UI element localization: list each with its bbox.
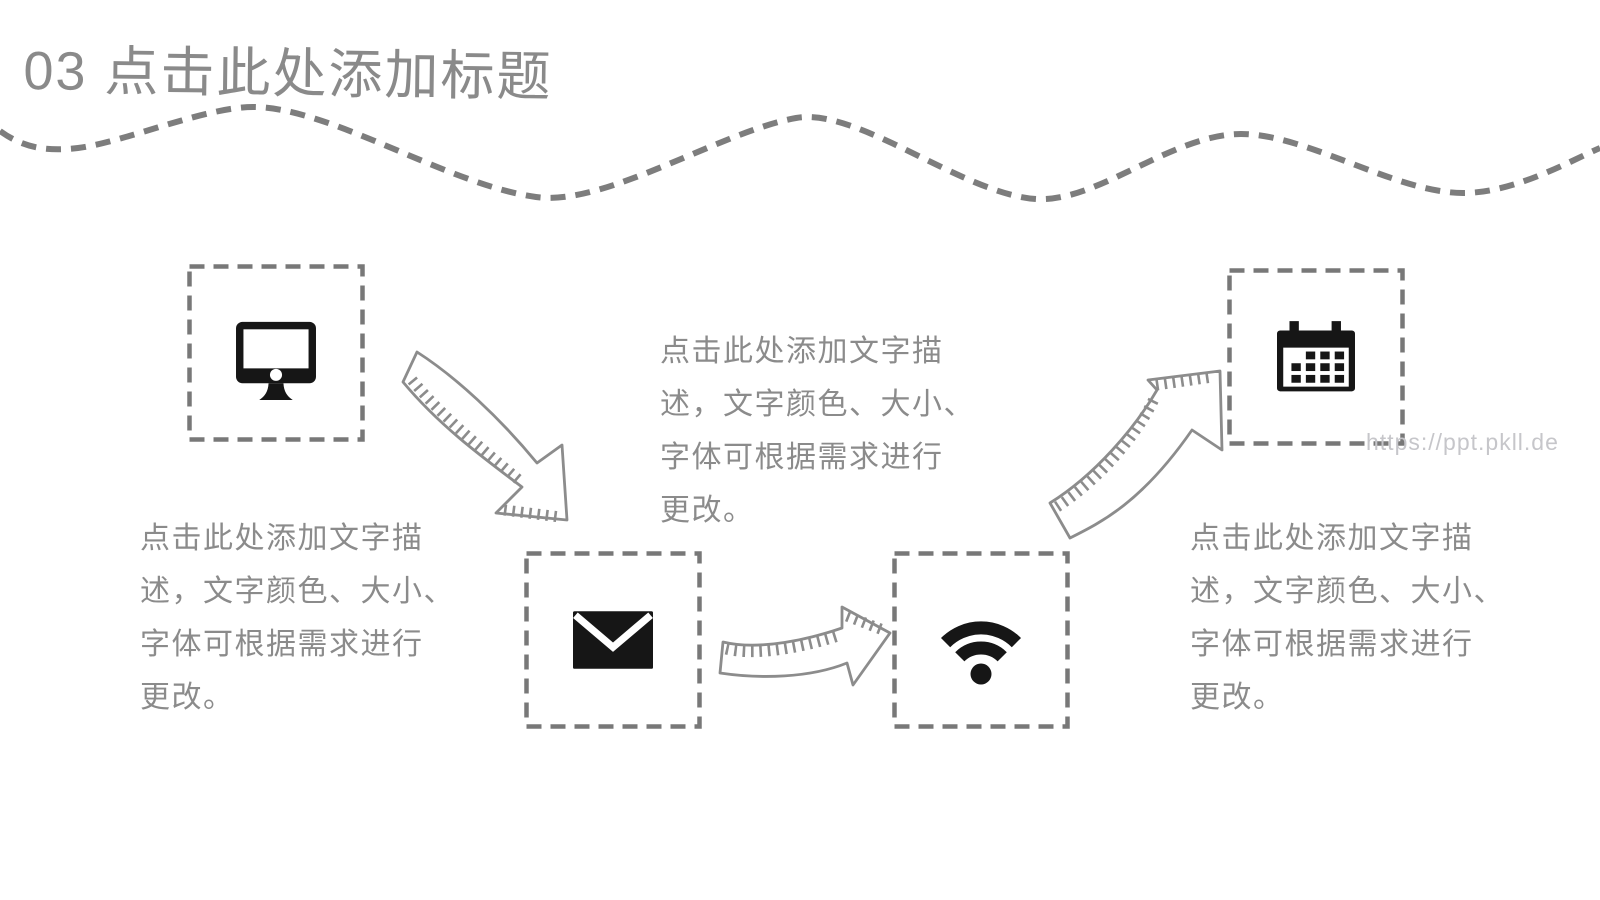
description-line: 更改。 <box>140 681 235 714</box>
calendar-icon <box>1277 321 1355 392</box>
description-line: 字体可根据需求进行 <box>660 441 944 474</box>
step-box-calendar[interactable] <box>1227 268 1405 446</box>
watermark-url: https://ppt.pkll.de <box>1366 429 1559 455</box>
step-box-monitor[interactable] <box>187 264 365 442</box>
monitor-icon <box>236 321 316 401</box>
description-line: 点击此处添加文字描 <box>140 522 424 555</box>
description-line: 点击此处添加文字描 <box>660 335 944 368</box>
description-line: 字体可根据需求进行 <box>1190 628 1474 661</box>
slide-title-placeholder[interactable]: 03 点击此处添加标题 <box>23 40 553 108</box>
arrow-mail-to-wifi <box>718 605 892 687</box>
dashed-border <box>1227 268 1405 446</box>
dashed-border <box>187 264 365 442</box>
description-line: 述，文字颜色、大小、 <box>1190 575 1505 608</box>
description-block-right[interactable]: 点击此处添加文字描 述，文字颜色、大小、 字体可根据需求进行 更改。 <box>1190 512 1505 724</box>
description-line: 述，文字颜色、大小、 <box>660 388 975 421</box>
dashed-border <box>892 551 1070 729</box>
description-line: 更改。 <box>1190 681 1285 714</box>
mail-icon <box>573 611 653 669</box>
description-block-middle[interactable]: 点击此处添加文字描 述，文字颜色、大小、 字体可根据需求进行 更改。 <box>660 325 975 537</box>
description-block-left[interactable]: 点击此处添加文字描 述，文字颜色、大小、 字体可根据需求进行 更改。 <box>140 512 455 724</box>
arrow-monitor-to-mail <box>401 350 569 523</box>
description-line: 更改。 <box>660 494 755 527</box>
step-box-wifi[interactable] <box>892 551 1070 729</box>
description-line: 点击此处添加文字描 <box>1190 522 1474 555</box>
description-line: 述，文字颜色、大小、 <box>140 575 455 608</box>
description-line: 字体可根据需求进行 <box>140 628 424 661</box>
step-box-mail[interactable] <box>524 551 702 729</box>
dashed-border <box>524 551 702 729</box>
wifi-icon <box>941 621 1021 685</box>
